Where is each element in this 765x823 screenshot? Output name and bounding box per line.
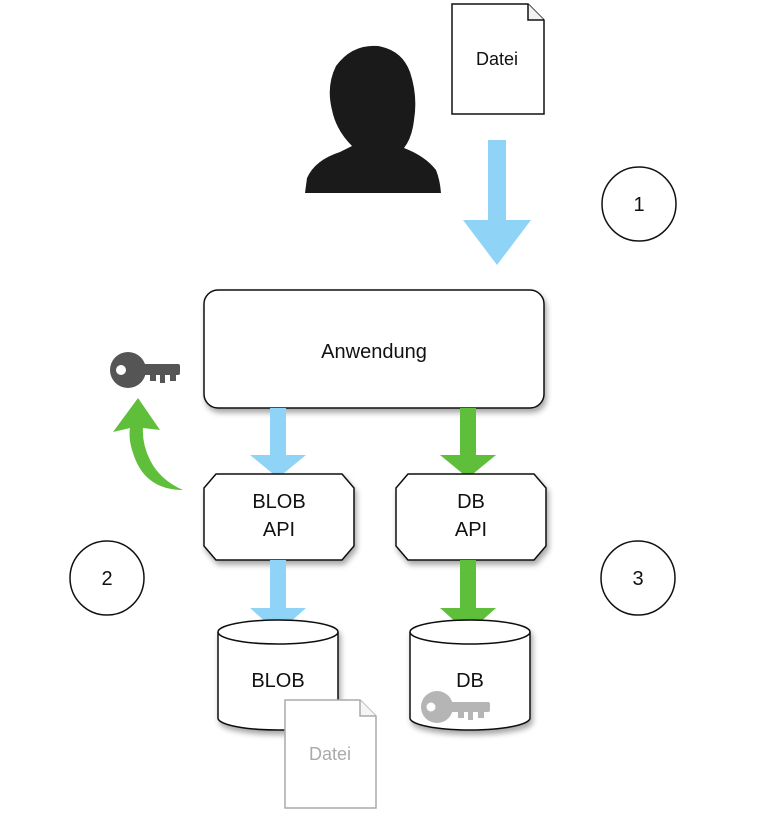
stored-document-icon: Datei — [284, 699, 377, 809]
db-api-to-store-arrow — [440, 560, 496, 633]
key-retrieval-arrow — [113, 398, 183, 490]
document-bottom-label: Datei — [309, 744, 351, 764]
blob-api-line2: API — [263, 519, 295, 541]
person-icon — [305, 45, 441, 194]
app-to-db-api-arrow — [440, 408, 496, 478]
db-api-line2: API — [455, 519, 487, 541]
application-box: Anwendung — [203, 289, 545, 409]
db-api-box: DB API — [395, 473, 547, 561]
app-to-blob-api-arrow — [250, 408, 306, 478]
db-store-label: DB — [456, 670, 484, 692]
blob-store-label: BLOB — [251, 670, 304, 692]
document-top-label: Datei — [476, 49, 518, 69]
application-label: Anwendung — [321, 341, 427, 363]
blob-api-box: BLOB API — [203, 473, 355, 561]
document-icon-top: Datei — [451, 3, 545, 115]
blob-api-to-store-arrow — [250, 560, 306, 633]
blob-api-line1: BLOB — [252, 491, 305, 513]
step-1-marker: 1 — [601, 166, 677, 242]
step-1-label: 1 — [633, 194, 644, 216]
step-2-label: 2 — [101, 568, 112, 590]
key-icon — [110, 352, 180, 388]
db-api-line1: DB — [457, 491, 485, 513]
step-3-marker: 3 — [600, 540, 676, 616]
step-3-label: 3 — [632, 568, 643, 590]
step-2-marker: 2 — [69, 540, 145, 616]
upload-arrow — [463, 140, 531, 265]
stored-key-icon — [421, 691, 490, 723]
